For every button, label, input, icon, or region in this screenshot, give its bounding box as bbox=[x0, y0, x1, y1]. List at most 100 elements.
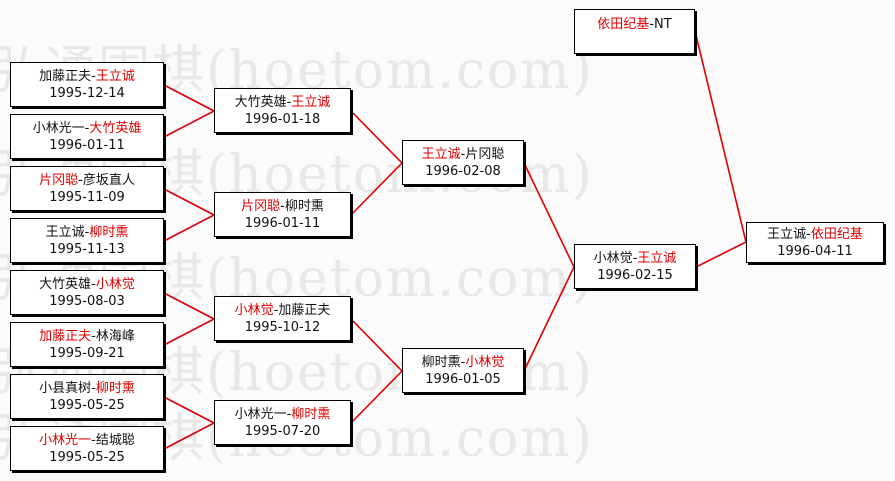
match-box: 小林觉-加藤正夫 1995-10-12 bbox=[214, 296, 351, 341]
match-box: 柳时熏-小林觉 1996-01-05 bbox=[402, 348, 524, 393]
match-box: 小林光一-柳时熏 1995-07-20 bbox=[214, 400, 351, 445]
match-players: 小林光一-大竹英雄 bbox=[32, 120, 142, 136]
match-date: 1995-11-09 bbox=[49, 189, 125, 205]
match-date: 1996-02-15 bbox=[597, 267, 673, 283]
player-left: 大竹英雄 bbox=[234, 94, 287, 110]
match-date: 1996-01-18 bbox=[244, 111, 321, 127]
match-players: 小林光一-柳时熏 bbox=[234, 406, 331, 422]
player-right: 依田纪基 bbox=[810, 226, 863, 242]
player-left: 加藤正夫 bbox=[39, 328, 92, 344]
player-left: 柳时熏 bbox=[421, 354, 461, 370]
player-left: 王立诚 bbox=[421, 146, 461, 162]
player-right: 柳时熏 bbox=[95, 380, 135, 396]
player-left: 王立诚 bbox=[767, 226, 807, 242]
player-right: 大竹英雄 bbox=[89, 120, 142, 136]
player-right: 王立诚 bbox=[637, 250, 677, 266]
match-box: 王立诚-柳时熏 1995-11-13 bbox=[10, 218, 164, 263]
connector-line bbox=[163, 396, 215, 424]
player-right: 柳时熏 bbox=[284, 198, 324, 214]
match-date: 1995-07-20 bbox=[244, 423, 321, 439]
player-left: 加藤正夫 bbox=[39, 68, 92, 84]
connector-line bbox=[350, 370, 403, 424]
player-left: 小林光一 bbox=[234, 406, 287, 422]
match-box: 加藤正夫-王立诚 1995-12-14 bbox=[10, 62, 164, 107]
match-players: 小林觉-王立诚 bbox=[593, 250, 677, 266]
player-left: 依田纪基 bbox=[597, 17, 650, 32]
connector-line bbox=[163, 110, 215, 138]
connector-line bbox=[350, 318, 403, 372]
player-right: 林海峰 bbox=[95, 328, 135, 344]
match-players: 王立诚-柳时熏 bbox=[45, 224, 129, 240]
match-players: 大竹英雄-小林觉 bbox=[39, 276, 135, 292]
connector-line bbox=[695, 241, 747, 268]
player-right: 柳时熏 bbox=[89, 224, 129, 240]
connector-line bbox=[163, 214, 215, 242]
match-players: 小林光一-结城聪 bbox=[39, 432, 135, 448]
match-players: 柳时熏-小林觉 bbox=[421, 354, 505, 370]
match-date: 1996-01-11 bbox=[49, 137, 125, 153]
player-right: 小林觉 bbox=[465, 354, 505, 370]
connector-line bbox=[350, 110, 403, 164]
player-right: 小林觉 bbox=[95, 276, 135, 292]
match-box: 王立诚-依田纪基 1996-04-11 bbox=[746, 222, 884, 263]
match-box: 大竹英雄-王立诚 1996-01-18 bbox=[214, 88, 351, 133]
player-right: 结城聪 bbox=[95, 432, 135, 448]
match-date: 1995-05-25 bbox=[49, 397, 125, 413]
connector-line bbox=[163, 84, 215, 112]
connector-line bbox=[350, 162, 403, 216]
match-date: 1995-12-14 bbox=[49, 85, 125, 101]
player-left: 大竹英雄 bbox=[39, 276, 92, 292]
match-box: 小林光一-大竹英雄 1996-01-11 bbox=[10, 114, 164, 159]
player-left: 王立诚 bbox=[45, 224, 85, 240]
player-right: NT bbox=[654, 17, 672, 32]
player-left: 片冈聪 bbox=[241, 198, 281, 214]
connector-line bbox=[523, 266, 575, 372]
match-players: 王立诚-依田纪基 bbox=[767, 226, 863, 242]
match-date: 1995-10-12 bbox=[244, 319, 321, 335]
match-players: 片冈聪-彦坂直人 bbox=[39, 172, 135, 188]
match-box: 小林光一-结城聪 1995-05-25 bbox=[10, 426, 164, 471]
match-players: 依田纪基-NT bbox=[597, 17, 672, 32]
match-date: 1996-02-08 bbox=[425, 163, 501, 179]
player-right: 王立诚 bbox=[95, 68, 135, 84]
match-box: 王立诚-片冈聪 1996-02-08 bbox=[402, 140, 524, 185]
player-right: 加藤正夫 bbox=[278, 302, 331, 318]
player-left: 小县真树 bbox=[39, 380, 92, 396]
match-players: 加藤正夫-林海峰 bbox=[39, 328, 135, 344]
player-left: 小林觉 bbox=[593, 250, 633, 266]
match-date: 1996-01-05 bbox=[425, 371, 501, 387]
connector-line bbox=[694, 30, 747, 243]
connector-line bbox=[163, 422, 215, 450]
player-left: 小林光一 bbox=[32, 120, 85, 136]
player-left: 片冈聪 bbox=[39, 172, 79, 188]
match-box: 大竹英雄-小林觉 1995-08-03 bbox=[10, 270, 164, 315]
player-right: 彦坂直人 bbox=[82, 172, 135, 188]
match-box: 加藤正夫-林海峰 1995-09-21 bbox=[10, 322, 164, 367]
connector-line bbox=[163, 188, 215, 216]
match-players: 小县真树-柳时熏 bbox=[39, 380, 135, 396]
match-box: 片冈聪-彦坂直人 1995-11-09 bbox=[10, 166, 164, 211]
match-box: 依田纪基-NT bbox=[574, 9, 695, 54]
match-players: 大竹英雄-王立诚 bbox=[234, 94, 331, 110]
match-players: 加藤正夫-王立诚 bbox=[39, 68, 135, 84]
match-box: 片冈聪-柳时熏 1996-01-11 bbox=[214, 192, 351, 237]
player-right: 片冈聪 bbox=[465, 146, 505, 162]
player-left: 小林觉 bbox=[234, 302, 274, 318]
player-left: 小林光一 bbox=[39, 432, 92, 448]
match-date: 1995-05-25 bbox=[49, 449, 125, 465]
connector-line bbox=[163, 292, 215, 320]
match-players: 小林觉-加藤正夫 bbox=[234, 302, 331, 318]
match-box: 小林觉-王立诚 1996-02-15 bbox=[574, 244, 696, 289]
match-date: 1996-01-11 bbox=[244, 215, 321, 231]
player-right: 柳时熏 bbox=[291, 406, 331, 422]
connector-line bbox=[163, 318, 215, 346]
connector-line bbox=[523, 162, 575, 268]
match-players: 片冈聪-柳时熏 bbox=[241, 198, 324, 214]
match-date: 1995-09-21 bbox=[49, 345, 125, 361]
match-date: 1995-11-13 bbox=[49, 241, 125, 257]
match-date: 1996-04-11 bbox=[777, 243, 853, 259]
match-players: 王立诚-片冈聪 bbox=[421, 146, 505, 162]
match-date: 1995-08-03 bbox=[49, 293, 125, 309]
